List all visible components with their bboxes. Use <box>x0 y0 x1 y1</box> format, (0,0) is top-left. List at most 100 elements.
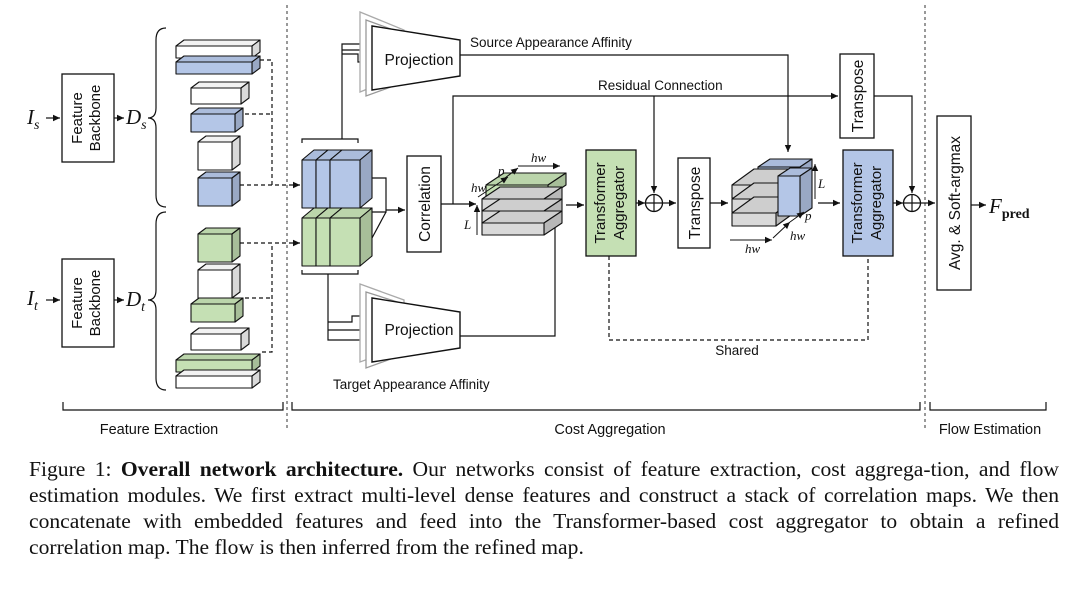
target-features-label: Dt <box>125 287 146 315</box>
projection-target: Projection <box>359 283 461 369</box>
target-volume-bracket <box>301 270 359 275</box>
figure-caption: Figure 1: Overall network architecture. … <box>29 456 1059 560</box>
svg-text:Correlation: Correlation <box>417 166 434 242</box>
feature-backbone-target: Feature Backbone <box>61 258 115 348</box>
section-cost-aggregation: Cost Aggregation <box>554 422 665 438</box>
svg-text:Is: Is <box>26 105 40 133</box>
feature-layer-10-top <box>175 353 261 361</box>
svg-text:Transpose: Transpose <box>687 167 704 240</box>
feature-layer-3-top <box>190 107 244 115</box>
svg-text:hw: hw <box>471 180 487 195</box>
svg-text:L: L <box>817 176 825 191</box>
cost-volume-input <box>481 172 567 236</box>
feature-layer-7-side <box>231 263 241 299</box>
feature-layer-10 <box>175 353 261 373</box>
feature-layer-9 <box>190 327 250 351</box>
svg-text:Transformer: Transformer <box>849 162 866 243</box>
feature-layer-6-side <box>231 227 241 263</box>
feature-layer-0-top <box>175 39 261 47</box>
feature-layer-3-front <box>190 113 236 133</box>
source-input: Is <box>26 105 40 133</box>
cost-volume-1-dims: hw p hw L <box>463 150 560 235</box>
avg-softargmax-block: Avg. & Soft-argmax <box>936 115 972 291</box>
cost-volume-1-slice-2-front <box>481 222 545 236</box>
caption-prefix: Figure 1: <box>29 457 121 481</box>
svg-text:It: It <box>26 286 39 314</box>
target-volume-slice-1-front <box>315 217 331 267</box>
source-affinity-label: Source Appearance Affinity <box>470 35 632 50</box>
feature-layer-4 <box>197 135 241 171</box>
residual-connection-label: Residual Connection <box>598 78 723 93</box>
feature-layer-0 <box>175 39 261 59</box>
transpose-block-2: Transpose <box>839 53 875 139</box>
feature-layer-7-front <box>197 269 233 299</box>
flow-output-label: Fpred <box>988 194 1030 222</box>
feature-layer-2-front <box>190 87 242 105</box>
feature-layer-6-front <box>197 233 233 263</box>
svg-text:Projection: Projection <box>385 322 454 339</box>
target-volume-slice-2-front <box>329 217 361 267</box>
feature-layer-11 <box>175 369 261 389</box>
transpose-block-1: Transpose <box>677 157 711 249</box>
feature-backbone-source: Feature Backbone <box>61 73 115 163</box>
feature-layer-11-top <box>175 369 261 377</box>
residual-add-1 <box>644 193 664 213</box>
target-affinity-label: Target Appearance Affinity <box>333 377 490 392</box>
shared-label: Shared <box>715 343 759 358</box>
source-features-label: Ds <box>125 105 147 133</box>
feature-layer-5-side <box>231 171 241 207</box>
feature-layer-stacks <box>175 39 261 389</box>
feature-layer-9-front <box>190 333 242 351</box>
svg-text:p: p <box>497 163 505 178</box>
source-volume-slice-2-side <box>359 149 373 209</box>
svg-text:hw: hw <box>790 228 806 243</box>
svg-text:L: L <box>463 217 471 232</box>
svg-text:hw: hw <box>531 150 547 165</box>
feature-layer-8-top <box>190 297 244 305</box>
target-brace <box>147 211 167 391</box>
feature-layer-2 <box>190 81 250 105</box>
source-volume-bracket <box>301 138 359 143</box>
target-volume-slice-2 <box>329 207 373 267</box>
feature-layer-7 <box>197 263 241 299</box>
feature-layer-11-front <box>175 375 253 389</box>
cost-volume-2-dims: hw hw p L <box>730 164 825 256</box>
feature-layer-5 <box>197 171 241 207</box>
caption-title: Overall network architecture. <box>120 457 404 481</box>
feature-layer-4-front <box>197 141 233 171</box>
svg-text:Backbone: Backbone <box>87 85 104 152</box>
source-volume-slice-0-front <box>301 159 317 209</box>
feature-layer-5-front <box>197 177 233 207</box>
shared-weights-link <box>608 256 869 341</box>
svg-text:Projection: Projection <box>385 52 454 69</box>
source-volume-slice-2 <box>329 149 373 209</box>
correlation-block: Correlation <box>406 155 442 253</box>
feature-layer-3 <box>190 107 244 133</box>
residual-add-2 <box>902 193 922 213</box>
projection-source: Projection <box>359 11 461 97</box>
transformer-aggregator-1: Transformer Aggregator <box>585 149 637 257</box>
target-input: It <box>26 286 39 314</box>
feature-layer-1-front <box>175 61 253 75</box>
svg-text:Aggregator: Aggregator <box>611 166 628 240</box>
feature-layer-8 <box>190 297 244 323</box>
svg-text:Aggregator: Aggregator <box>868 166 885 240</box>
svg-text:Feature: Feature <box>69 92 86 144</box>
svg-text:Backbone: Backbone <box>87 270 104 337</box>
architecture-figure: Is Feature Backbone Ds It Feature Backbo… <box>26 5 1047 438</box>
transformer-aggregator-2: Transformer Aggregator <box>842 149 894 257</box>
target-volume-slice-2-side <box>359 207 373 267</box>
svg-text:hw: hw <box>745 241 761 256</box>
feature-layer-9-top <box>190 327 250 335</box>
section-feature-extraction: Feature Extraction <box>100 422 218 438</box>
svg-text:Transpose: Transpose <box>850 60 867 133</box>
caption-body: Our networks consist of feature extracti… <box>29 457 1059 559</box>
feature-layer-2-top <box>190 81 250 89</box>
feature-layer-6 <box>197 227 241 263</box>
source-volume-slice-1-front <box>315 159 331 209</box>
cost-volume-refined <box>731 158 813 227</box>
svg-text:Feature: Feature <box>69 277 86 329</box>
source-brace <box>147 27 167 208</box>
feature-layer-8-front <box>190 303 236 323</box>
svg-text:Avg. & Soft-argmax: Avg. & Soft-argmax <box>947 136 964 270</box>
